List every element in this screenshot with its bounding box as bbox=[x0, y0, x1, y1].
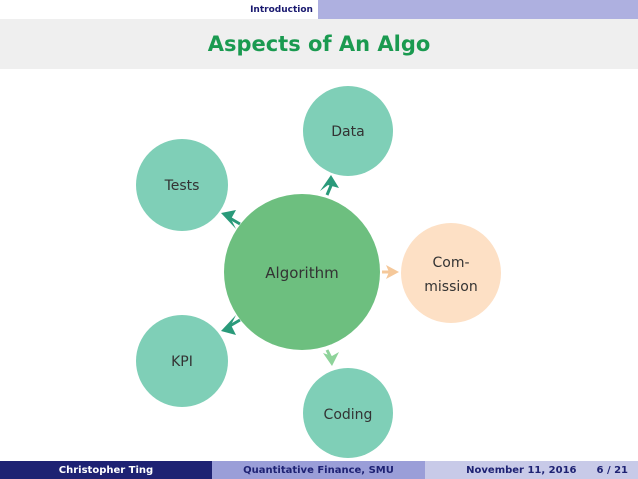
arrows bbox=[221, 175, 399, 366]
arrowhead-to-tests bbox=[221, 210, 236, 229]
arrowhead-to-coding bbox=[323, 352, 339, 366]
node-data: Data bbox=[303, 86, 393, 176]
node-tests: Tests bbox=[136, 139, 228, 231]
node-commission-label-line2: mission bbox=[424, 279, 477, 295]
frame-title: Aspects of An Algo bbox=[207, 32, 431, 56]
node-tests-label: Tests bbox=[164, 178, 200, 194]
node-commission: Com- mission bbox=[401, 223, 501, 323]
footer-bar: Christopher Ting Quantitative Finance, S… bbox=[0, 461, 638, 479]
algo-aspects-diagram: Data Tests Com- mission KPI Coding Algor… bbox=[136, 86, 501, 458]
node-coding-label: Coding bbox=[324, 407, 373, 423]
arrowhead-to-data bbox=[320, 175, 339, 191]
nav-blank-right bbox=[318, 0, 638, 19]
frame-title-bar: Aspects of An Algo bbox=[0, 19, 638, 69]
arrowhead-to-commission bbox=[386, 265, 399, 279]
node-kpi-label: KPI bbox=[171, 354, 193, 370]
footer-author: Christopher Ting bbox=[0, 461, 212, 479]
footer-date: November 11, 2016 bbox=[466, 464, 577, 476]
node-kpi: KPI bbox=[136, 315, 228, 407]
footer-course: Quantitative Finance, SMU bbox=[212, 461, 425, 479]
node-commission-label-line1: Com- bbox=[432, 255, 469, 271]
arrowhead-to-kpi bbox=[221, 315, 236, 335]
node-data-label: Data bbox=[331, 124, 364, 140]
footer-page-number: 6 / 21 bbox=[596, 464, 629, 476]
node-algorithm: Algorithm bbox=[224, 194, 380, 350]
nav-blank-left bbox=[0, 0, 245, 19]
footer-date-page: November 11, 2016 6 / 21 bbox=[425, 461, 638, 479]
top-navigation-bar: Introduction bbox=[0, 0, 638, 19]
node-algorithm-label: Algorithm bbox=[265, 264, 338, 282]
node-coding: Coding bbox=[303, 368, 393, 458]
nav-section-introduction[interactable]: Introduction bbox=[245, 0, 318, 19]
